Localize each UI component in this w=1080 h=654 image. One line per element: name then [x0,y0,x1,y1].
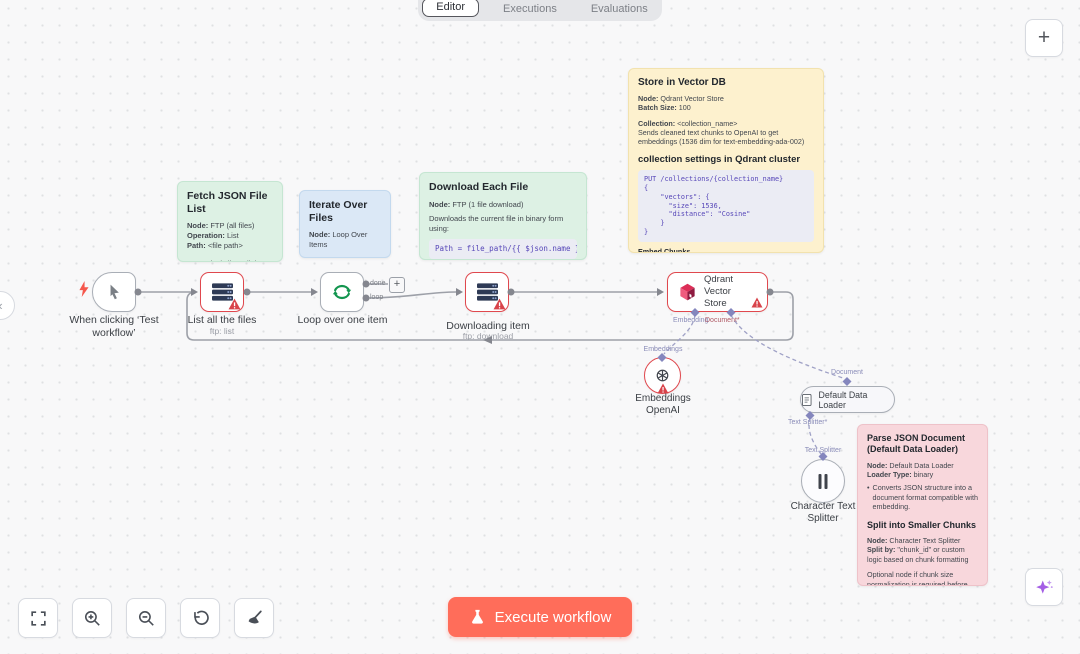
fit-view-icon [30,610,46,626]
output-port-list[interactable] [243,288,251,296]
port-label-text-splitter-bottom: Text Splitter* [788,419,828,426]
port-diamond-loader-top[interactable] [842,377,852,386]
loop-icon [332,284,352,300]
tab-editor[interactable]: Editor [422,0,480,17]
note-title: Store in Vector DB [638,77,726,88]
trigger-bolt-icon [79,281,89,297]
note-code: PUT /collections/{collection_name} { "ve… [638,170,814,242]
port-label-embeddings: Embeddings [643,346,683,353]
zoom-out-button[interactable] [126,598,166,638]
view-tabbar: Editor Executions Evaluations [418,0,662,21]
node-qdrant-vector-store[interactable]: Qdrant Vector Store [667,272,768,312]
plus-icon: + [1037,26,1051,49]
note-body: Downloads the current file in binary for… [429,213,564,233]
node-subtitle-downloading: ftp: download [462,331,514,341]
zoom-in-icon [84,610,100,626]
document-icon [802,393,812,406]
tab-executions[interactable]: Executions [503,3,557,15]
ai-assistant-button[interactable] [1025,568,1063,606]
execute-workflow-label: Execute workflow [494,608,612,626]
qdrant-icon [680,283,695,301]
error-warning-icon [751,297,763,308]
node-label-splitter: Character Text Splitter [790,501,856,524]
node-label-embeddings: Embeddings OpenAI [635,393,691,416]
input-arrow-qdrant [657,288,664,296]
fit-view-button[interactable] [18,598,58,638]
note-body: Recursively lists all .json files prepar… [187,259,273,261]
sticky-note-download[interactable]: Download Each File Node: FTP (1 file dow… [419,172,587,260]
broom-icon [248,610,262,623]
note-title: Parse JSON Document (Default Data Loader… [867,433,966,454]
cursor-icon [110,284,119,299]
connection-qdrant-loader[interactable] [730,314,844,379]
flask-icon [471,609,483,624]
note-subtitle: collection settings in Qdrant cluster [638,153,801,165]
tab-evaluations[interactable]: Evaluations [590,3,648,15]
node-loop-over-items[interactable] [320,272,364,312]
note-body: Batches each file path individually for … [309,257,381,258]
node-list-files[interactable] [200,272,244,312]
error-warning-icon [228,298,241,310]
note-code: Path = file_path/{{ $json.name }} [429,238,577,259]
node-default-data-loader[interactable]: Default Data Loader [800,386,895,413]
sparkle-icon [1035,579,1053,594]
input-arrow-loop [311,288,318,296]
error-warning-icon [493,298,506,310]
node-embeddings-openai[interactable] [644,357,681,394]
note-title: Download Each File [429,181,529,193]
chevron-left-icon: ‹ [0,298,3,313]
node-character-text-splitter[interactable] [801,459,845,503]
output-label-done: done [370,280,386,287]
node-label-loader: Default Data Loader [818,389,868,410]
note-title: Fetch JSON File List [187,190,268,215]
node-label-list: List all the files [187,314,257,326]
output-label-loop: loop [370,294,384,301]
port-label-embedding: Embedding [673,317,709,324]
port-label-text-splitter: Text Splitter [804,447,842,454]
add-node-button[interactable]: + [1025,19,1063,57]
openai-icon [656,369,669,382]
execute-workflow-button[interactable]: Execute workflow [448,597,632,637]
node-label-loop: Loop over one item [297,314,388,326]
note-split-title: Split into Smaller Chunks [867,520,977,531]
node-label-qdrant: Qdrant Vector Store [704,274,734,309]
node-label-trigger: When clicking ‘Test workflow’ [69,314,159,339]
tidy-up-button[interactable] [234,598,274,638]
input-arrow-list [191,288,198,296]
pause-bars-icon [818,473,828,489]
node-subtitle-list: ftp: list [209,326,235,336]
undo-icon [193,610,209,625]
note-body: Sends cleaned text chunks to OpenAI to g… [638,128,805,147]
zoom-in-button[interactable] [72,598,112,638]
node-downloading-item[interactable] [465,272,509,312]
port-label-document-top: Document [831,369,863,376]
note-body: Optional node if chunk size normalizatio… [867,570,968,586]
error-warning-icon [657,383,669,394]
sticky-note-parse[interactable]: Parse JSON Document (Default Data Loader… [857,424,988,586]
add-node-on-done-branch[interactable]: + [389,277,405,293]
panel-toggle-button[interactable]: ‹ [0,291,15,320]
note-embed-title: Embed Chunks [638,246,691,253]
port-label-document: Document* [705,317,740,324]
input-arrow-download [456,288,463,296]
note-title: Iterate Over Files [309,199,368,224]
node-manual-trigger[interactable] [92,272,136,312]
zoom-out-icon [138,610,154,626]
reset-zoom-button[interactable] [180,598,220,638]
sticky-note-fetch-json[interactable]: Fetch JSON File List Node: FTP (all file… [177,181,283,262]
note-bullet: Converts JSON structure into a document … [872,483,978,512]
sticky-note-store[interactable]: Store in Vector DB Node: Qdrant Vector S… [628,68,824,253]
sticky-note-iterate[interactable]: Iterate Over Files Node: Loop Over Items… [299,190,391,258]
